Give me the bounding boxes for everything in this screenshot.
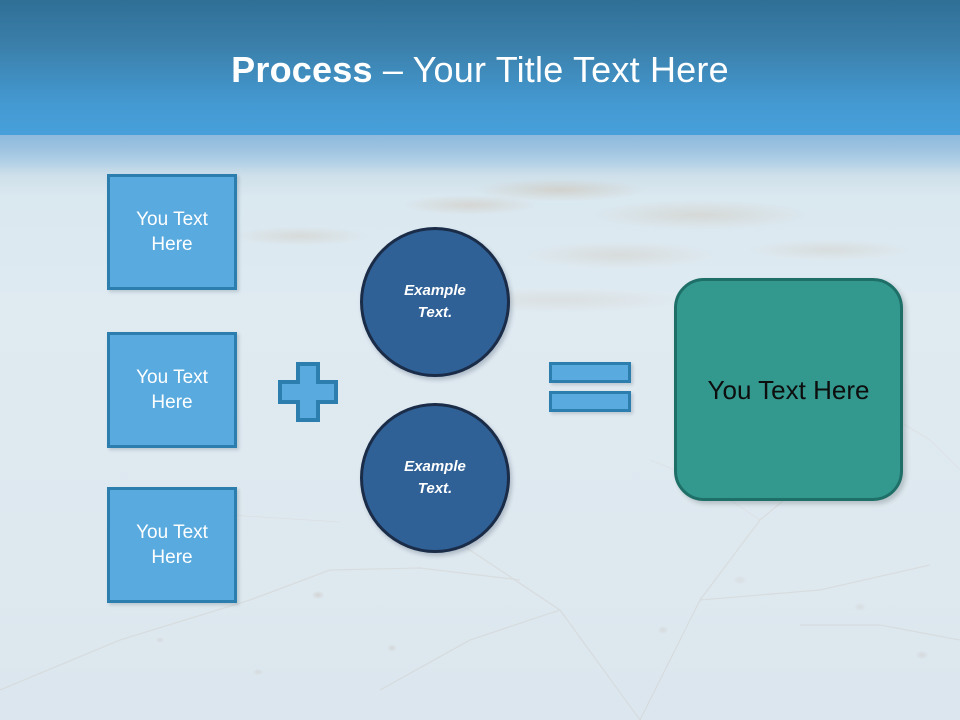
- equals-bar-bottom: [549, 391, 631, 412]
- equals-sign-icon: [549, 362, 631, 414]
- circle-node-1-label: Example Text.: [404, 282, 466, 321]
- equals-bar-top: [549, 362, 631, 383]
- input-box-3-label: You Text Here: [136, 522, 208, 568]
- input-box-3[interactable]: You Text Here: [107, 487, 237, 603]
- circle-node-2[interactable]: Example Text.: [360, 403, 510, 553]
- input-box-1[interactable]: You Text Here: [107, 174, 237, 290]
- input-box-1-label: You Text Here: [136, 209, 208, 255]
- page-title-strong: Process: [231, 49, 373, 90]
- input-box-2-label: You Text Here: [136, 367, 208, 413]
- slide-title-bar: Process – Your Title Text Here: [0, 0, 960, 135]
- circle-node-2-label: Example Text.: [404, 458, 466, 497]
- page-title: Process – Your Title Text Here: [0, 48, 960, 92]
- result-box-label: You Text Here: [707, 374, 870, 405]
- plus-sign-icon: [278, 362, 338, 422]
- input-box-2[interactable]: You Text Here: [107, 332, 237, 448]
- circle-node-1[interactable]: Example Text.: [360, 227, 510, 377]
- result-box[interactable]: You Text Here: [674, 278, 903, 501]
- page-title-rest: – Your Title Text Here: [372, 49, 729, 90]
